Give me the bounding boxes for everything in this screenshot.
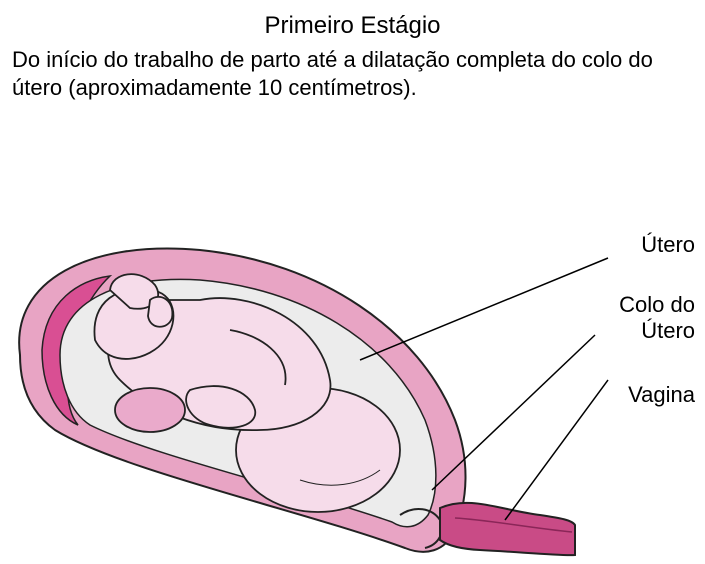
vagina <box>440 503 575 555</box>
label-colo-line1: Colo do <box>570 292 695 318</box>
label-vagina: Vagina <box>570 382 695 408</box>
label-utero: Útero <box>580 232 695 258</box>
label-colo-line2: Útero <box>570 318 695 344</box>
leader-line-colo <box>432 335 595 490</box>
